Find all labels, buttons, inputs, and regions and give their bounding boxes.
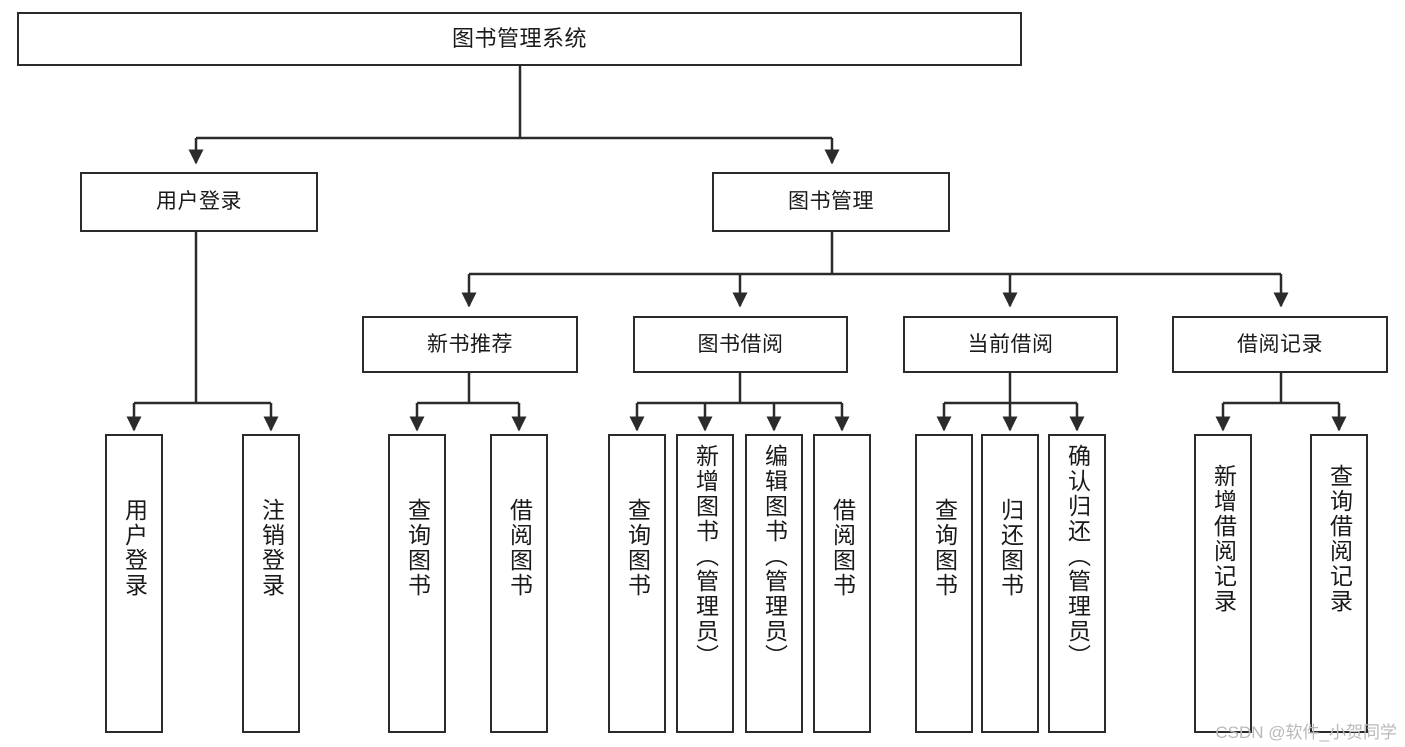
leaf-return-book[interactable]: 归还图书	[981, 434, 1039, 733]
leaf-add-borrow-record[interactable]: 新增借阅记录	[1194, 434, 1252, 733]
node-current-borrow[interactable]: 当前借阅	[903, 316, 1118, 373]
leaf-add-book-admin[interactable]: 新增图书（管理员）	[676, 434, 734, 733]
node-label: 当前借阅	[967, 332, 1054, 356]
node-book-management[interactable]: 图书管理	[712, 172, 950, 232]
node-label: 新增借阅记录	[1210, 464, 1237, 614]
node-label: 查询借阅记录	[1326, 464, 1353, 614]
node-new-book-recommend[interactable]: 新书推荐	[362, 316, 578, 373]
leaf-query-book-recommend[interactable]: 查询图书	[388, 434, 446, 733]
node-label: 确认归还（管理员）	[1064, 444, 1091, 669]
node-label: 用户登录	[156, 190, 242, 214]
leaf-logout[interactable]: 注销登录	[242, 434, 300, 733]
node-borrow-record[interactable]: 借阅记录	[1172, 316, 1388, 373]
node-root-system[interactable]: 图书管理系统	[17, 12, 1022, 66]
csdn-watermark: CSDN @软件_小贺同学	[1215, 723, 1397, 742]
node-label: 编辑图书（管理员）	[761, 444, 788, 669]
leaf-confirm-return-admin[interactable]: 确认归还（管理员）	[1048, 434, 1106, 733]
node-label: 注销登录	[258, 498, 285, 598]
node-label: 图书管理	[788, 190, 874, 214]
leaf-borrow-book[interactable]: 借阅图书	[813, 434, 871, 733]
node-label: 归还图书	[997, 498, 1024, 598]
leaf-edit-book-admin[interactable]: 编辑图书（管理员）	[745, 434, 803, 733]
node-label: 借阅记录	[1237, 332, 1323, 356]
node-label: 用户登录	[121, 498, 148, 598]
node-label: 借阅图书	[829, 498, 856, 598]
leaf-user-login[interactable]: 用户登录	[105, 434, 163, 733]
leaf-borrow-book-recommend[interactable]: 借阅图书	[490, 434, 548, 733]
node-label: 借阅图书	[506, 498, 533, 598]
leaf-query-borrow-record[interactable]: 查询借阅记录	[1310, 434, 1368, 733]
leaf-query-book-borrow[interactable]: 查询图书	[608, 434, 666, 733]
node-label: 图书借阅	[697, 332, 784, 356]
node-label: 查询图书	[624, 498, 651, 598]
node-label: 图书管理系统	[451, 25, 587, 51]
node-book-borrow[interactable]: 图书借阅	[633, 316, 848, 373]
node-label: 新增图书（管理员）	[692, 444, 719, 669]
node-label: 查询图书	[404, 498, 431, 598]
node-user-login[interactable]: 用户登录	[80, 172, 318, 232]
node-label: 新书推荐	[427, 332, 513, 356]
node-label: 查询图书	[931, 498, 958, 598]
leaf-query-book-current[interactable]: 查询图书	[915, 434, 973, 733]
